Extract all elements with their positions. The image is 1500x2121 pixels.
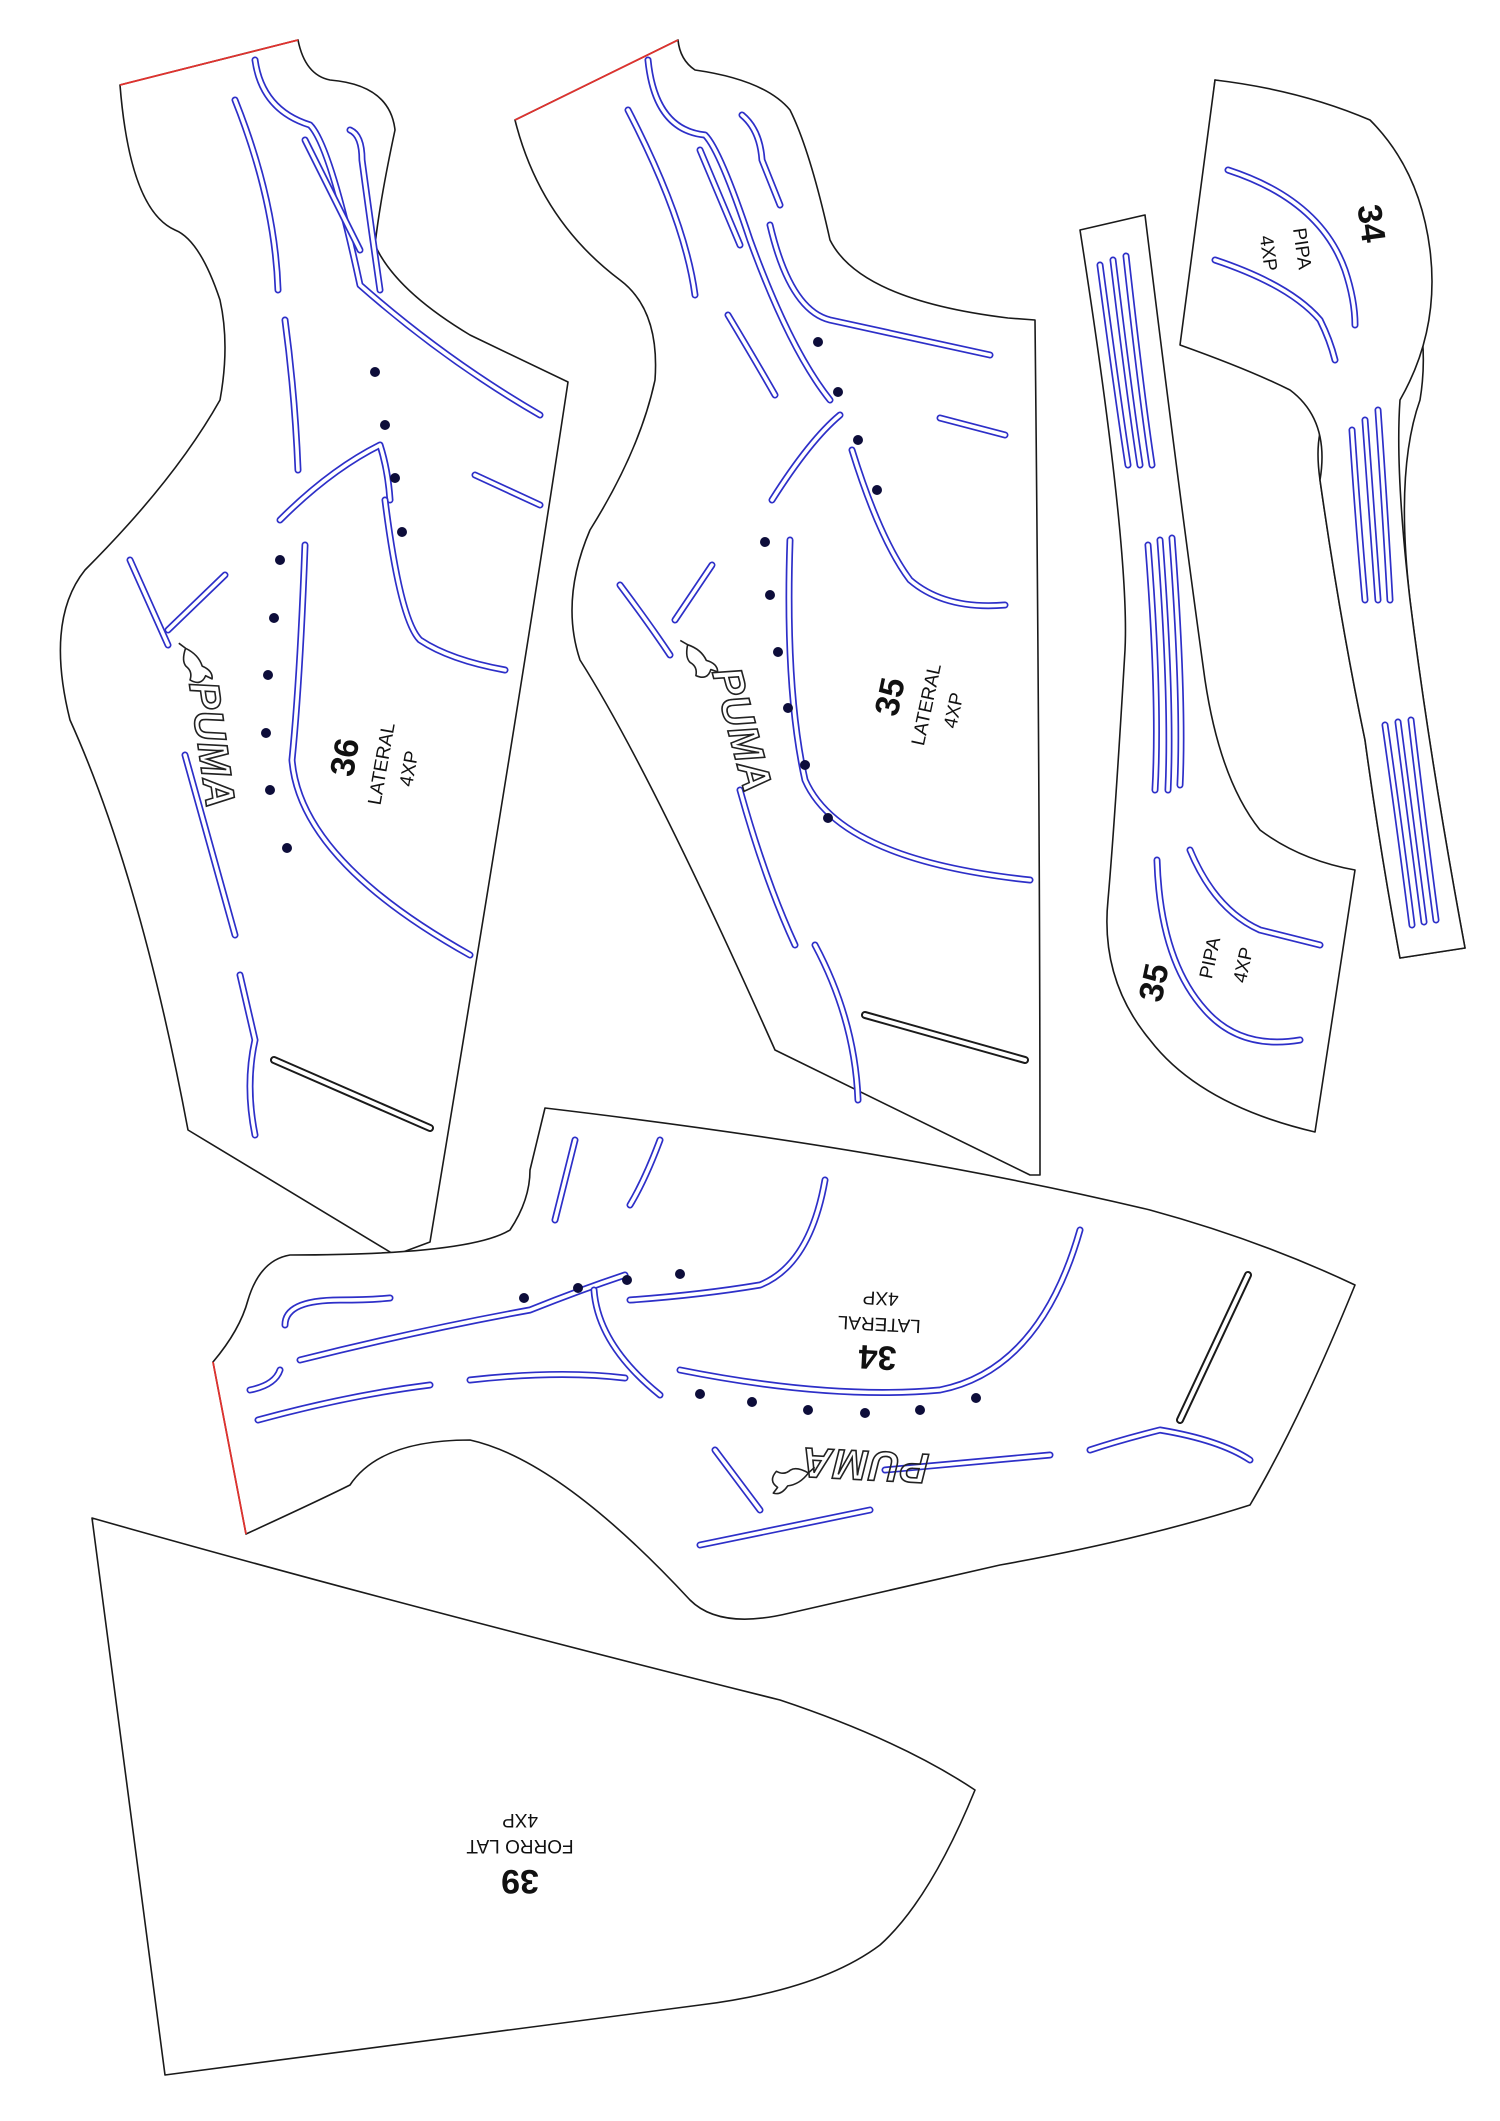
piece-34-logo: PUMA	[799, 1438, 931, 1493]
piece-39-number: 39	[501, 1862, 539, 1900]
piece-35-pipa-grooves	[1096, 252, 1324, 1046]
piece-35-number: 35	[868, 674, 913, 719]
piece-39-forro-lat: 39 FORRO LAT 4XP	[91, 1517, 976, 2076]
piece-39-size: 4XP	[502, 1809, 538, 1830]
piece-35-pipa-number: 35	[1132, 960, 1177, 1005]
piece-36-lateral: PUMA 36 LATERAL 4XP	[59, 39, 569, 1256]
piece-34-slot	[1176, 1271, 1252, 1424]
piece-34-pipa-outline-fill	[1179, 79, 1466, 959]
piece-36-edge-mark	[119, 39, 299, 86]
piece-34-lateral: PUMA 34 LATERAL 4XP	[212, 1107, 1356, 1620]
piece-34-size: 4XP	[862, 1286, 899, 1309]
piece-34-punch-dots	[519, 1269, 981, 1418]
piece-34-grooves	[246, 1136, 1254, 1549]
piece-35-punch-dots	[760, 337, 882, 823]
piece-34-pipa-number: 34	[1349, 202, 1392, 245]
piece-35-slot	[861, 1011, 1029, 1064]
leaping-cat-icon	[771, 1466, 816, 1495]
piece-35-pipa: PIPA 4XP 35	[1079, 214, 1356, 1133]
piece-39-outline	[91, 1517, 976, 2076]
piece-35-edge-mark	[514, 39, 679, 121]
brand-wordmark: PUMA	[800, 1439, 930, 1493]
piece-36-slot	[270, 1056, 434, 1132]
piece-34-pipa-size: 4XP	[1255, 234, 1281, 272]
piece-34-edge-mark	[212, 1361, 247, 1535]
piece-34-pipa: PIPA 4XP 34	[1179, 79, 1466, 959]
piece-35-lateral: PUMA 35 LATERAL 4XP	[514, 39, 1041, 1176]
piece-36-number: 36	[323, 735, 367, 779]
piece-36-punch-dots	[261, 367, 407, 853]
piece-34-name: LATERAL	[837, 1311, 921, 1336]
leaping-cat-icon	[679, 639, 719, 678]
piece-36-outline	[59, 39, 569, 1256]
piece-36-grooves	[126, 56, 544, 1139]
piece-35-grooves	[616, 56, 1034, 1104]
piece-34-outline	[212, 1107, 1356, 1620]
piece-39-name: FORRO LAT	[466, 1835, 574, 1856]
leaping-cat-icon	[178, 642, 213, 684]
piece-34-pipa-grooves	[1211, 166, 1440, 929]
piece-34-number: 34	[858, 1337, 898, 1377]
piece-35-outline	[514, 39, 1041, 1176]
